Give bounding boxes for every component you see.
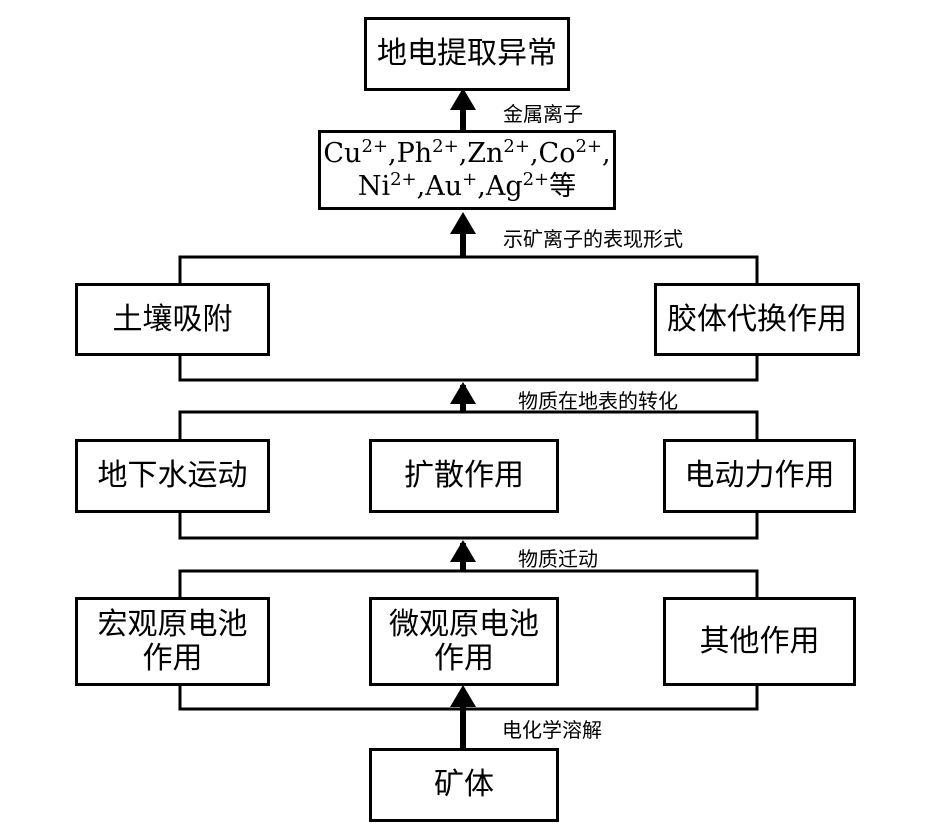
bracket-dissolution-bottom bbox=[178, 684, 759, 711]
bracket-migration-bottom bbox=[178, 512, 759, 540]
node-soil-adsorption: 土壤吸附 bbox=[75, 283, 270, 356]
edge-label-metal-ions: 金属离子 bbox=[503, 102, 583, 126]
arrowhead-surface-transform bbox=[450, 382, 476, 404]
bracket-surface-bottom bbox=[178, 352, 759, 382]
edge-label-migration: 物质迁动 bbox=[518, 547, 598, 571]
node-metal-ions-list: Cu2+,Ph2+,Zn2+,Co2+, Ni2+,Au+,Ag2+等 bbox=[318, 130, 616, 210]
bracket-migration-top bbox=[178, 410, 759, 440]
edge-label-dissolution: 电化学溶解 bbox=[502, 718, 602, 742]
node-geoelectric-anomaly: 地电提取异常 bbox=[364, 17, 570, 91]
bracket-surface bbox=[178, 255, 759, 287]
node-macro-galvanic: 宏观原电池 作用 bbox=[75, 597, 270, 686]
edge-label-forms: 示矿离子的表现形式 bbox=[503, 227, 683, 251]
node-diffusion: 扩散作用 bbox=[369, 439, 559, 513]
arrowhead-metal-ions bbox=[450, 88, 476, 110]
node-other-effects: 其他作用 bbox=[663, 597, 856, 686]
node-colloid-exchange: 胶体代换作用 bbox=[654, 283, 860, 356]
node-micro-galvanic: 微观原电池 作用 bbox=[369, 597, 559, 686]
arrowhead-forms bbox=[450, 212, 476, 234]
ions-line-1: Cu2+,Ph2+,Zn2+,Co2+, bbox=[323, 136, 611, 170]
arrowhead-dissolution bbox=[450, 685, 476, 707]
node-groundwater-movement: 地下水运动 bbox=[75, 439, 270, 513]
bracket-dissolution-top bbox=[178, 569, 759, 598]
node-electrokinetic: 电动力作用 bbox=[663, 439, 856, 513]
node-orebody: 矿体 bbox=[369, 748, 559, 822]
edge-label-surface-transform: 物质在地表的转化 bbox=[518, 389, 678, 413]
ions-line-2: Ni2+,Au+,Ag2+等 bbox=[357, 169, 577, 203]
arrowhead-migration bbox=[450, 540, 476, 562]
